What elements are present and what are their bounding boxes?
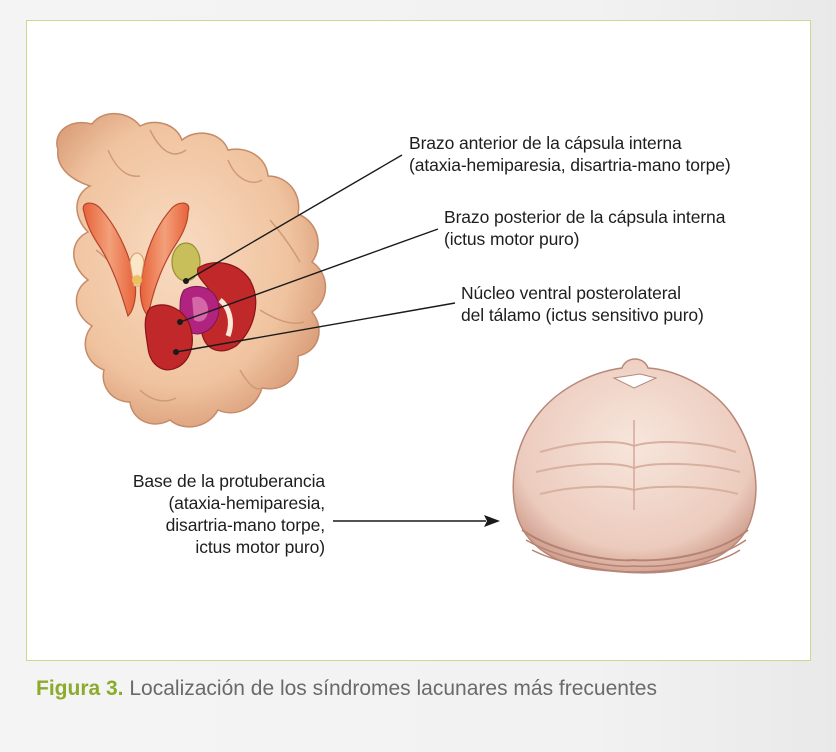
figure-caption-text: Localización de los síndromes lacunares … [123,677,657,700]
label-pons-title: Base de la protuberancia [132,471,325,491]
label-pons-syndrome-3: ictus motor puro) [195,537,325,557]
label-posterior-capsule-syndromes: (ictus motor puro) [444,229,580,249]
label-thalamus-syndromes: del tálamo (ictus sensitivo puro) [461,305,704,325]
label-anterior-capsule-syndromes: (ataxia-hemiparesia, disartria-mano torp… [409,155,731,175]
label-posterior-capsule-title: Brazo posterior de la cápsula interna [444,207,726,227]
label-pons-syndrome-2: disartria-mano torpe, [165,515,325,535]
arrowhead-icon [484,515,500,527]
label-anterior-capsule: Brazo anterior de la cápsula interna (at… [409,132,731,176]
label-thalamus-title: Núcleo ventral posterolateral [461,283,681,303]
brain-coronal-section [56,113,327,428]
leader-lines [175,154,486,522]
label-pons: Base de la protuberancia (ataxia-hemipar… [133,470,325,558]
figure-caption: Figura 3. Localización de los síndromes … [36,677,657,701]
label-anterior-capsule-title: Brazo anterior de la cápsula interna [409,133,682,153]
label-pons-syndrome-1: (ataxia-hemiparesia, [168,493,325,513]
label-posterior-capsule: Brazo posterior de la cápsula interna (i… [444,206,725,250]
leader-line-thalamus [175,302,456,353]
label-thalamus: Núcleo ventral posterolateral del tálamo… [461,282,704,326]
leader-line-anterior [185,154,403,282]
pons-illustration [512,358,757,574]
leader-line-posterior [179,228,439,323]
figure-number: Figura 3. [36,677,124,700]
